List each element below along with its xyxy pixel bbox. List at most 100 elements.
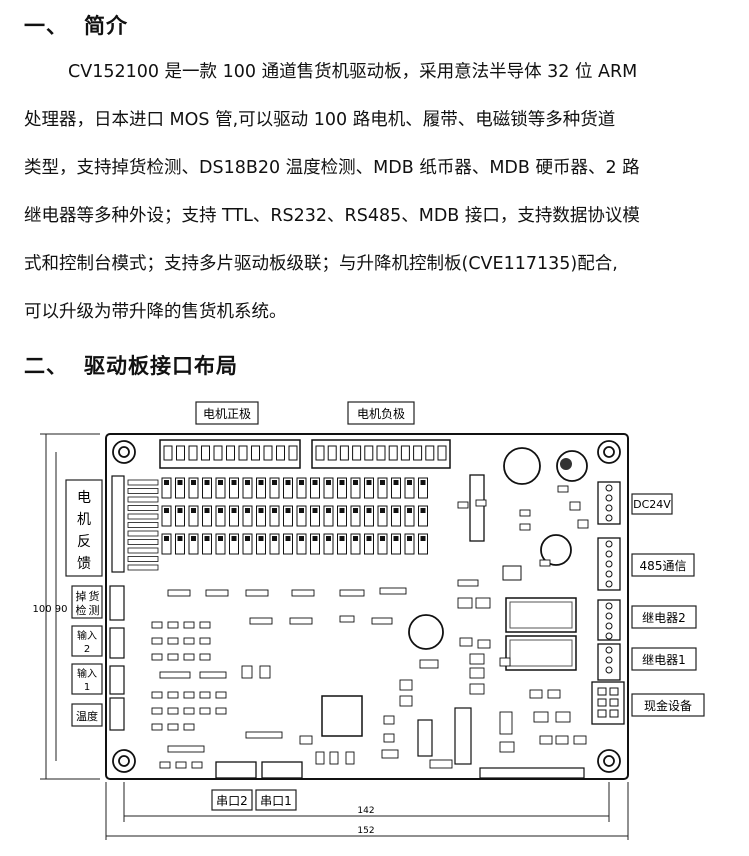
connector-pin xyxy=(597,698,607,707)
serial1-connector xyxy=(261,761,303,779)
mos-tab xyxy=(353,480,358,485)
feedback-label-box xyxy=(65,479,103,577)
mos-transistor xyxy=(377,533,388,555)
mcu-chip xyxy=(321,695,363,737)
mos-transistor xyxy=(296,505,307,527)
mos-transistor xyxy=(202,505,212,527)
terminal-pin xyxy=(400,445,410,461)
section1-title: 简介 xyxy=(84,14,128,38)
drop-detect-label-4: 测 xyxy=(89,604,100,617)
mos-tab xyxy=(164,508,169,513)
relay1-body xyxy=(505,635,577,671)
input1-label-box xyxy=(71,663,103,695)
feedback-connector xyxy=(111,475,125,573)
mos-tab xyxy=(299,536,304,541)
relay1-label: 继电器1 xyxy=(642,653,686,667)
mos-tab xyxy=(191,480,196,485)
connector-pin xyxy=(609,698,619,707)
smd-part xyxy=(419,659,439,669)
mos-tab xyxy=(177,536,183,541)
connector-pin xyxy=(605,504,613,512)
connector-pin xyxy=(605,484,613,492)
serial1-label-box xyxy=(255,789,297,811)
smd-part xyxy=(569,501,581,511)
terminal-pin xyxy=(213,445,223,461)
connector-pin xyxy=(597,687,607,696)
mos-tab xyxy=(204,480,210,485)
connector-pin xyxy=(605,632,613,640)
mos-transistor xyxy=(323,533,334,555)
mos-tab xyxy=(231,480,237,485)
rs485-label-box xyxy=(631,553,695,577)
terminal-pin xyxy=(263,445,273,461)
mos-tab xyxy=(299,480,304,485)
mos-transistor xyxy=(188,533,199,555)
section2-heading: 二、驱动板接口布局 xyxy=(24,350,238,380)
cash-label: 现金设备 xyxy=(644,698,692,713)
mos-tab xyxy=(272,508,277,513)
smd-part xyxy=(183,653,195,661)
mos-transistor xyxy=(404,477,415,499)
smd-part xyxy=(539,559,551,567)
intro-line: 可以升级为带升降的售货机系统。 xyxy=(24,302,287,322)
mos-transistor xyxy=(391,505,401,527)
smd-part xyxy=(167,745,205,753)
mos-tab xyxy=(393,508,399,513)
smd-part xyxy=(499,741,515,753)
feedback-pin xyxy=(127,530,159,537)
serial2-label-box xyxy=(211,789,253,811)
mos-transistor xyxy=(337,505,347,527)
input2-label-1: 输入 xyxy=(77,629,97,642)
mos-transistor xyxy=(215,477,226,499)
smd-part xyxy=(245,589,269,597)
smd-part xyxy=(577,519,589,529)
smd-part xyxy=(383,733,395,743)
smd-part xyxy=(555,735,569,745)
serial1-label: 串口1 xyxy=(260,794,292,808)
connector-pin xyxy=(605,570,613,578)
smd-part xyxy=(175,761,187,769)
smd-part xyxy=(539,735,553,745)
feedback-label-4: 馈 xyxy=(77,556,91,572)
feedback-pin xyxy=(127,539,159,545)
mos-tab xyxy=(339,480,345,485)
board-diagram: 电机正极 电机负极 xyxy=(0,390,749,852)
smd-part xyxy=(183,621,195,629)
smd-part xyxy=(183,637,195,645)
mos-tab xyxy=(326,536,331,541)
left-connectors xyxy=(109,585,125,731)
mos-tab xyxy=(285,508,291,513)
mos-tab xyxy=(218,508,223,513)
mos-tab xyxy=(258,508,264,513)
smd-part xyxy=(151,723,163,731)
smd-part xyxy=(299,735,313,745)
smd-components xyxy=(151,485,589,769)
connector-pin xyxy=(605,560,613,568)
mos-tab xyxy=(164,480,169,485)
smd-part xyxy=(383,715,395,725)
dc24v-label-box xyxy=(631,493,673,515)
mos-tab xyxy=(420,536,426,541)
smd-part xyxy=(199,707,211,715)
smd-part xyxy=(339,615,355,623)
mos-tab xyxy=(407,480,412,485)
chip-small xyxy=(502,565,522,581)
smd-part xyxy=(167,589,191,597)
connector-pin xyxy=(597,709,607,718)
smd-part xyxy=(167,723,179,731)
mos-tab xyxy=(272,536,277,541)
terminal-pin xyxy=(327,445,337,461)
mos-tab xyxy=(353,508,358,513)
mos-transistor xyxy=(337,533,347,555)
terminal-pin xyxy=(376,445,386,461)
mos-transistor xyxy=(364,477,374,499)
bottom-header xyxy=(479,767,585,779)
smd-part xyxy=(459,637,473,647)
connector-pin xyxy=(605,514,613,522)
mos-tab xyxy=(245,508,250,513)
feedback-pin xyxy=(127,505,159,511)
relay2-inner xyxy=(509,601,573,629)
width-dimension xyxy=(105,782,629,840)
motor-neg-label: 电机负极 xyxy=(357,407,405,421)
input2-label-box xyxy=(71,625,103,657)
